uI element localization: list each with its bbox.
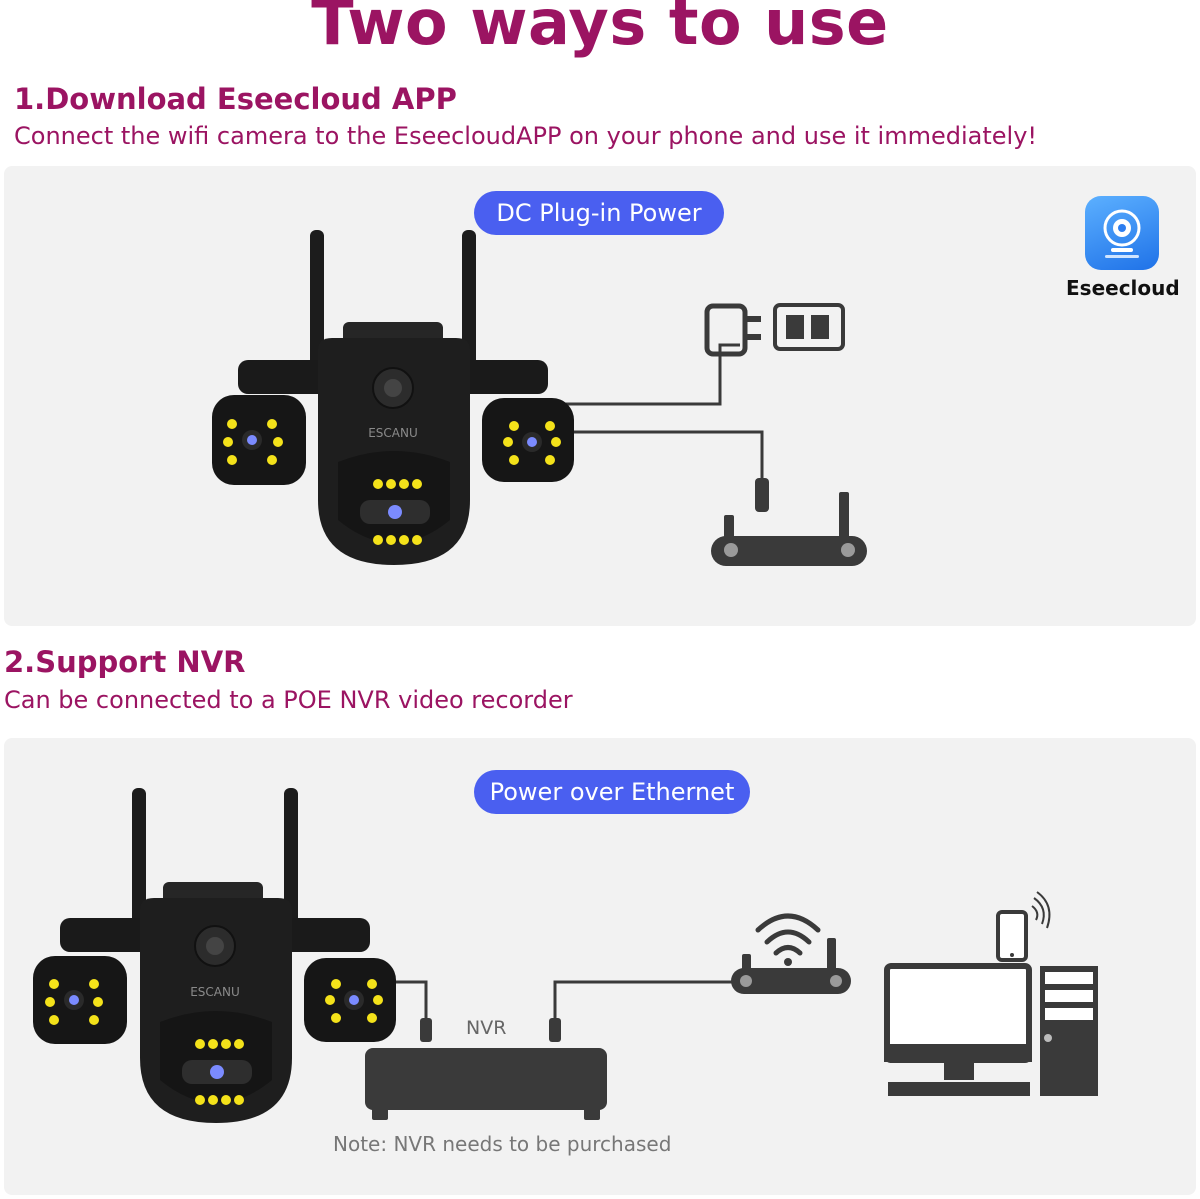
power-cable <box>560 343 740 406</box>
smartphone-icon <box>996 891 1051 962</box>
camera-device-2: ESCANU <box>33 788 396 1123</box>
camera-to-nvr-cable <box>396 980 428 1020</box>
camera-device-1: ESCANU <box>212 230 574 565</box>
power-adapter-icon <box>704 303 761 357</box>
network-cable <box>560 430 764 480</box>
nvr-to-router-cable <box>553 980 735 1020</box>
router-icon-2 <box>731 938 851 994</box>
section1-description: Connect the wifi camera to the Eseecloud… <box>14 122 1038 150</box>
page-title: Two ways to use <box>311 0 889 59</box>
router-icon <box>711 492 867 566</box>
section1-panel <box>4 166 1196 626</box>
eseecloud-label: Eseecloud <box>1066 276 1180 300</box>
camera-brand-1: ESCANU <box>368 426 418 440</box>
nvr-note: Note: NVR needs to be purchased <box>333 1132 672 1156</box>
wifi-icon <box>755 913 821 966</box>
section2-description: Can be connected to a POE NVR video reco… <box>4 686 573 714</box>
nvr-label: NVR <box>466 1017 507 1039</box>
computer-icon <box>884 963 1098 1096</box>
section1-heading: 1.Download Eseecloud APP <box>14 82 457 116</box>
poe-badge: Power over Ethernet <box>474 770 750 814</box>
eseecloud-app-icon[interactable] <box>1085 196 1159 270</box>
nvr-icon <box>365 1048 607 1120</box>
power-outlet-icon <box>773 303 845 351</box>
dc-power-badge: DC Plug-in Power <box>474 191 724 235</box>
camera-icon <box>1103 209 1141 258</box>
camera-brand-2: ESCANU <box>190 985 240 999</box>
section2-heading: 2.Support NVR <box>4 645 246 679</box>
rj45-plug <box>755 478 769 512</box>
